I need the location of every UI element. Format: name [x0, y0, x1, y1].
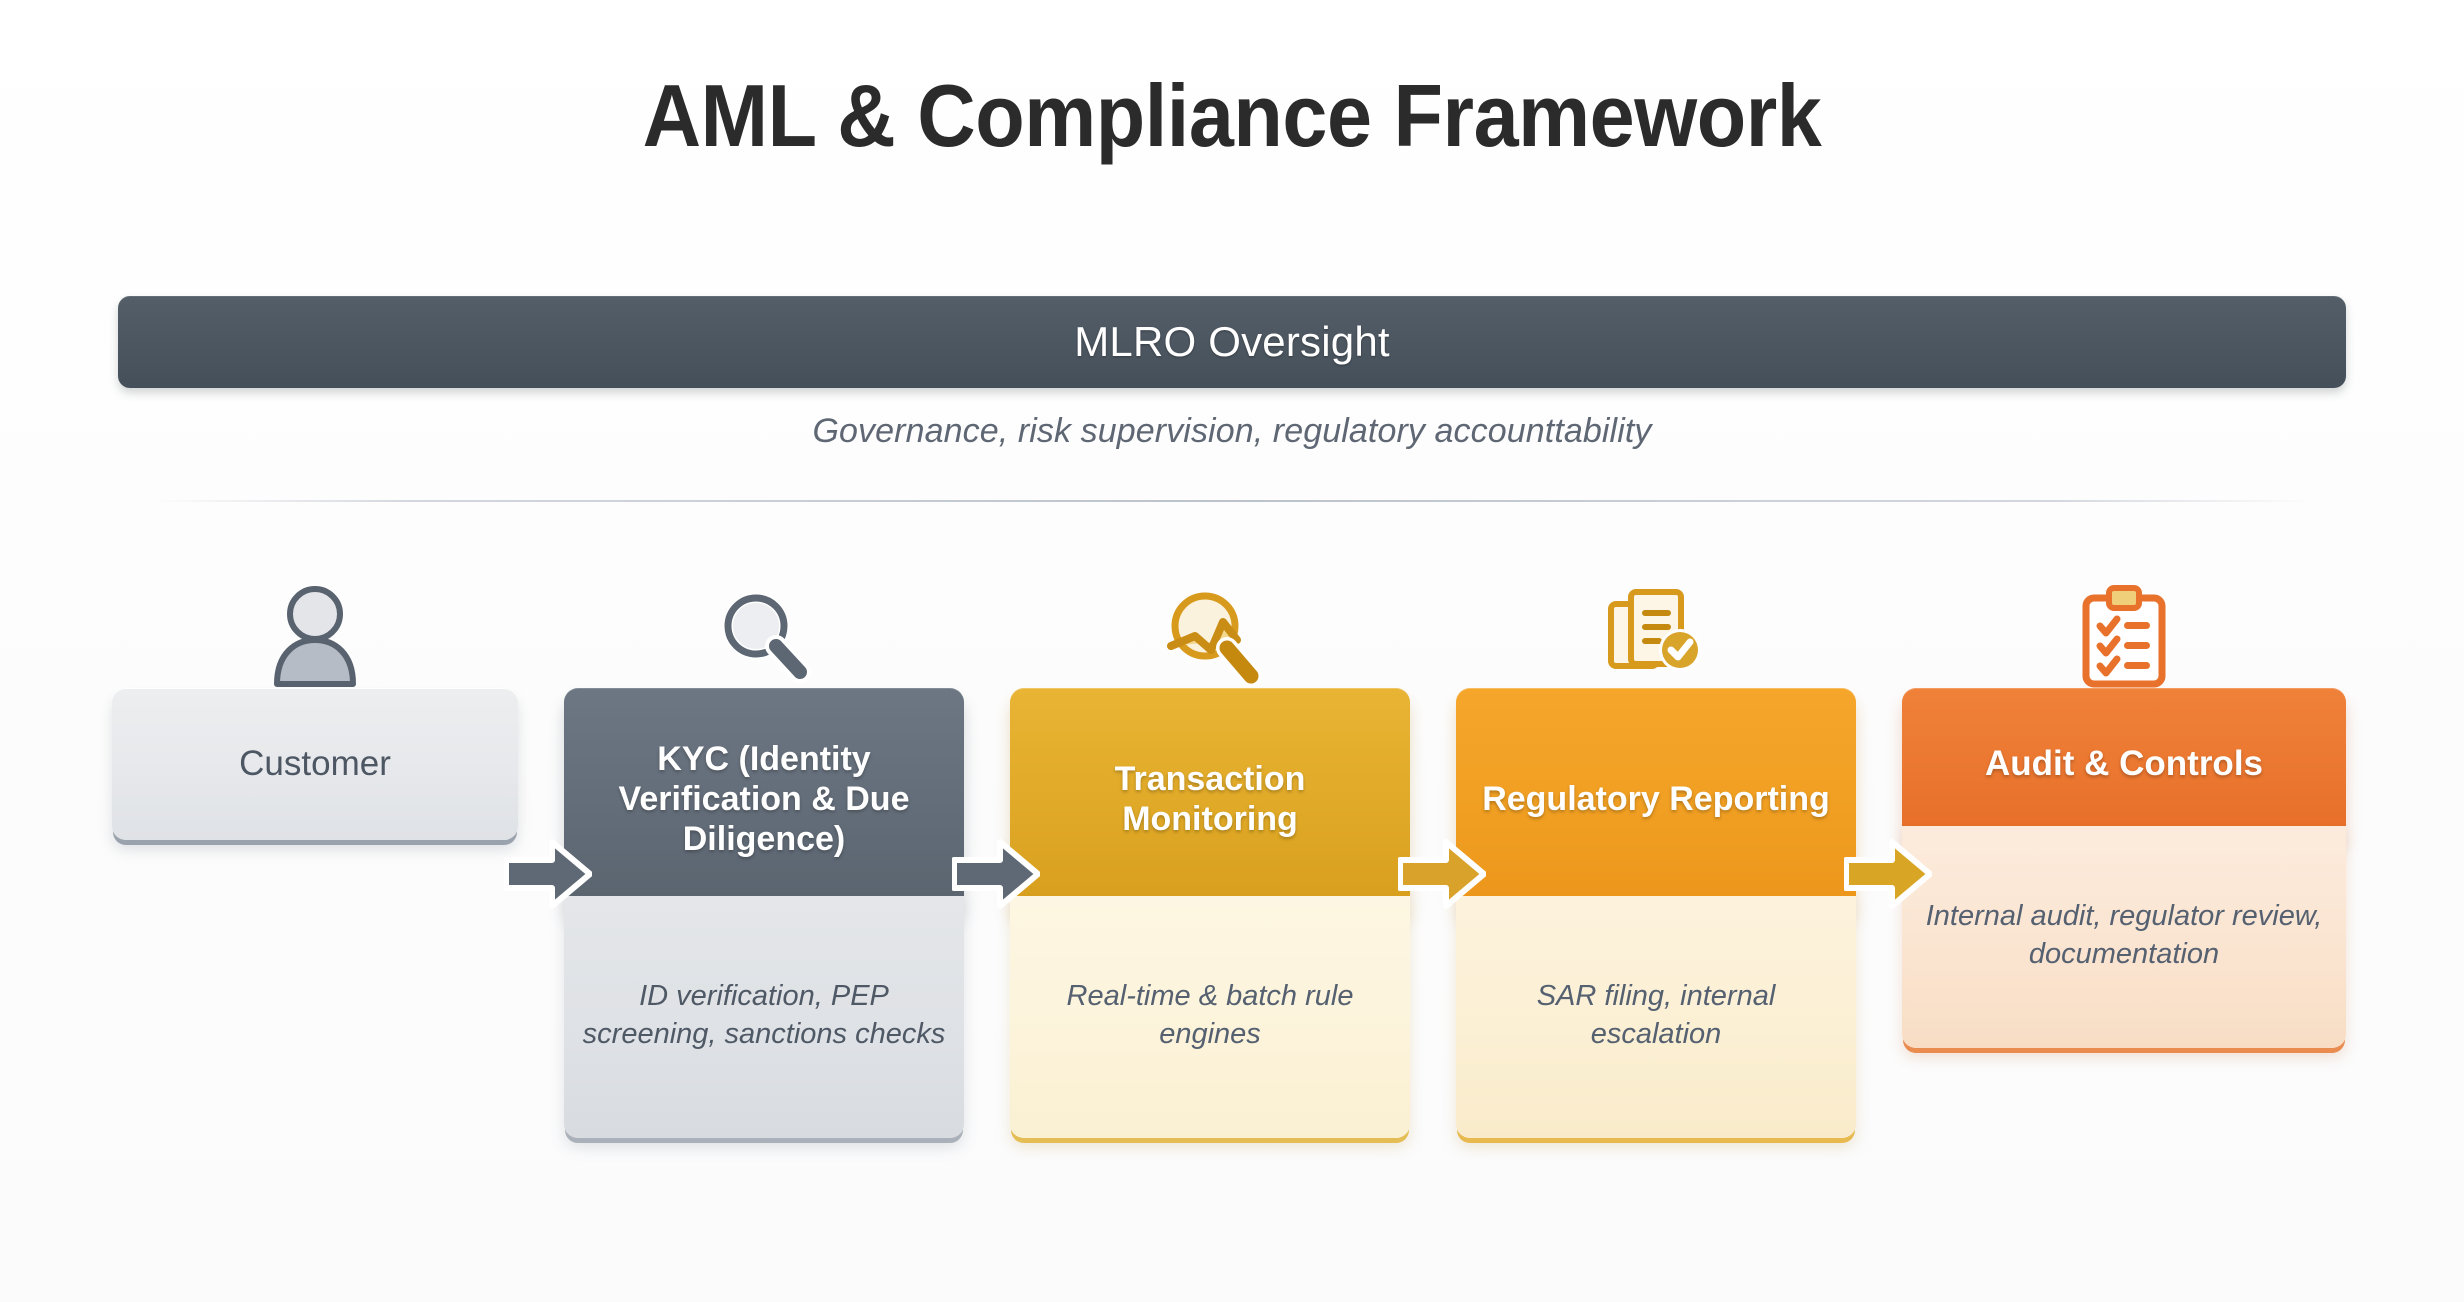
transaction-monitoring-card: Transaction Monitoring Real-time & batch… [1010, 688, 1410, 1138]
customer-card-header: Customer [112, 688, 518, 840]
customer-title: Customer [239, 744, 391, 784]
page-title: AML & Compliance Framework [642, 66, 1822, 165]
transaction-monitoring-title: Transaction Monitoring [1114, 759, 1306, 838]
kyc-card-body: ID verification, PEP screening, sanction… [564, 896, 964, 1138]
transaction-monitoring-card-body: Real-time & batch rule engines [1010, 896, 1410, 1138]
audit-controls-detail: Internal audit, regulator review, docume… [1925, 899, 2323, 970]
audit-controls-card-body: Internal audit, regulator review, docume… [1902, 826, 2346, 1048]
transaction-monitoring-card-header: Transaction Monitoring [1010, 688, 1410, 910]
regulatory-reporting-card: Regulatory Reporting SAR filing, interna… [1456, 688, 1856, 1138]
regulatory-reporting-detail: SAR filing, internal escalation [1536, 979, 1776, 1050]
audit-controls-title: Audit & Controls [1984, 744, 2264, 784]
audit-controls-card-header: Audit & Controls [1902, 688, 2346, 840]
document-check-icon [1456, 580, 1856, 688]
customer-card: Customer [112, 688, 518, 840]
regulatory-reporting-title: Regulatory Reporting [1482, 779, 1830, 818]
regulatory-reporting-card-header: Regulatory Reporting [1456, 688, 1856, 910]
kyc-card-header: KYC (Identity Verification & Due Diligen… [564, 688, 964, 910]
chart-magnifier-icon [1010, 580, 1410, 688]
magnifier-icon [564, 580, 964, 688]
kyc-detail: ID verification, PEP screening, sanction… [582, 979, 946, 1050]
transaction-monitoring-detail: Real-time & batch rule engines [1066, 979, 1354, 1050]
person-icon [112, 580, 518, 688]
audit-controls-card: Audit & Controls Internal audit, regulat… [1902, 688, 2346, 1048]
mlro-oversight-subtitle: Governance, risk supervision, regulatory… [812, 412, 1652, 450]
regulatory-reporting-card-body: SAR filing, internal escalation [1456, 896, 1856, 1138]
mlro-oversight-label: MLRO Oversight [1074, 318, 1390, 365]
kyc-title: KYC (Identity Verification & Due Diligen… [618, 739, 910, 859]
kyc-card: KYC (Identity Verification & Due Diligen… [564, 688, 964, 1138]
process-flow: Customer KYC (Identity Verification & Du… [112, 580, 2360, 1138]
mlro-oversight-banner: MLRO Oversight [118, 296, 2346, 388]
clipboard-checklist-icon [1902, 580, 2346, 688]
section-divider [150, 500, 2314, 502]
